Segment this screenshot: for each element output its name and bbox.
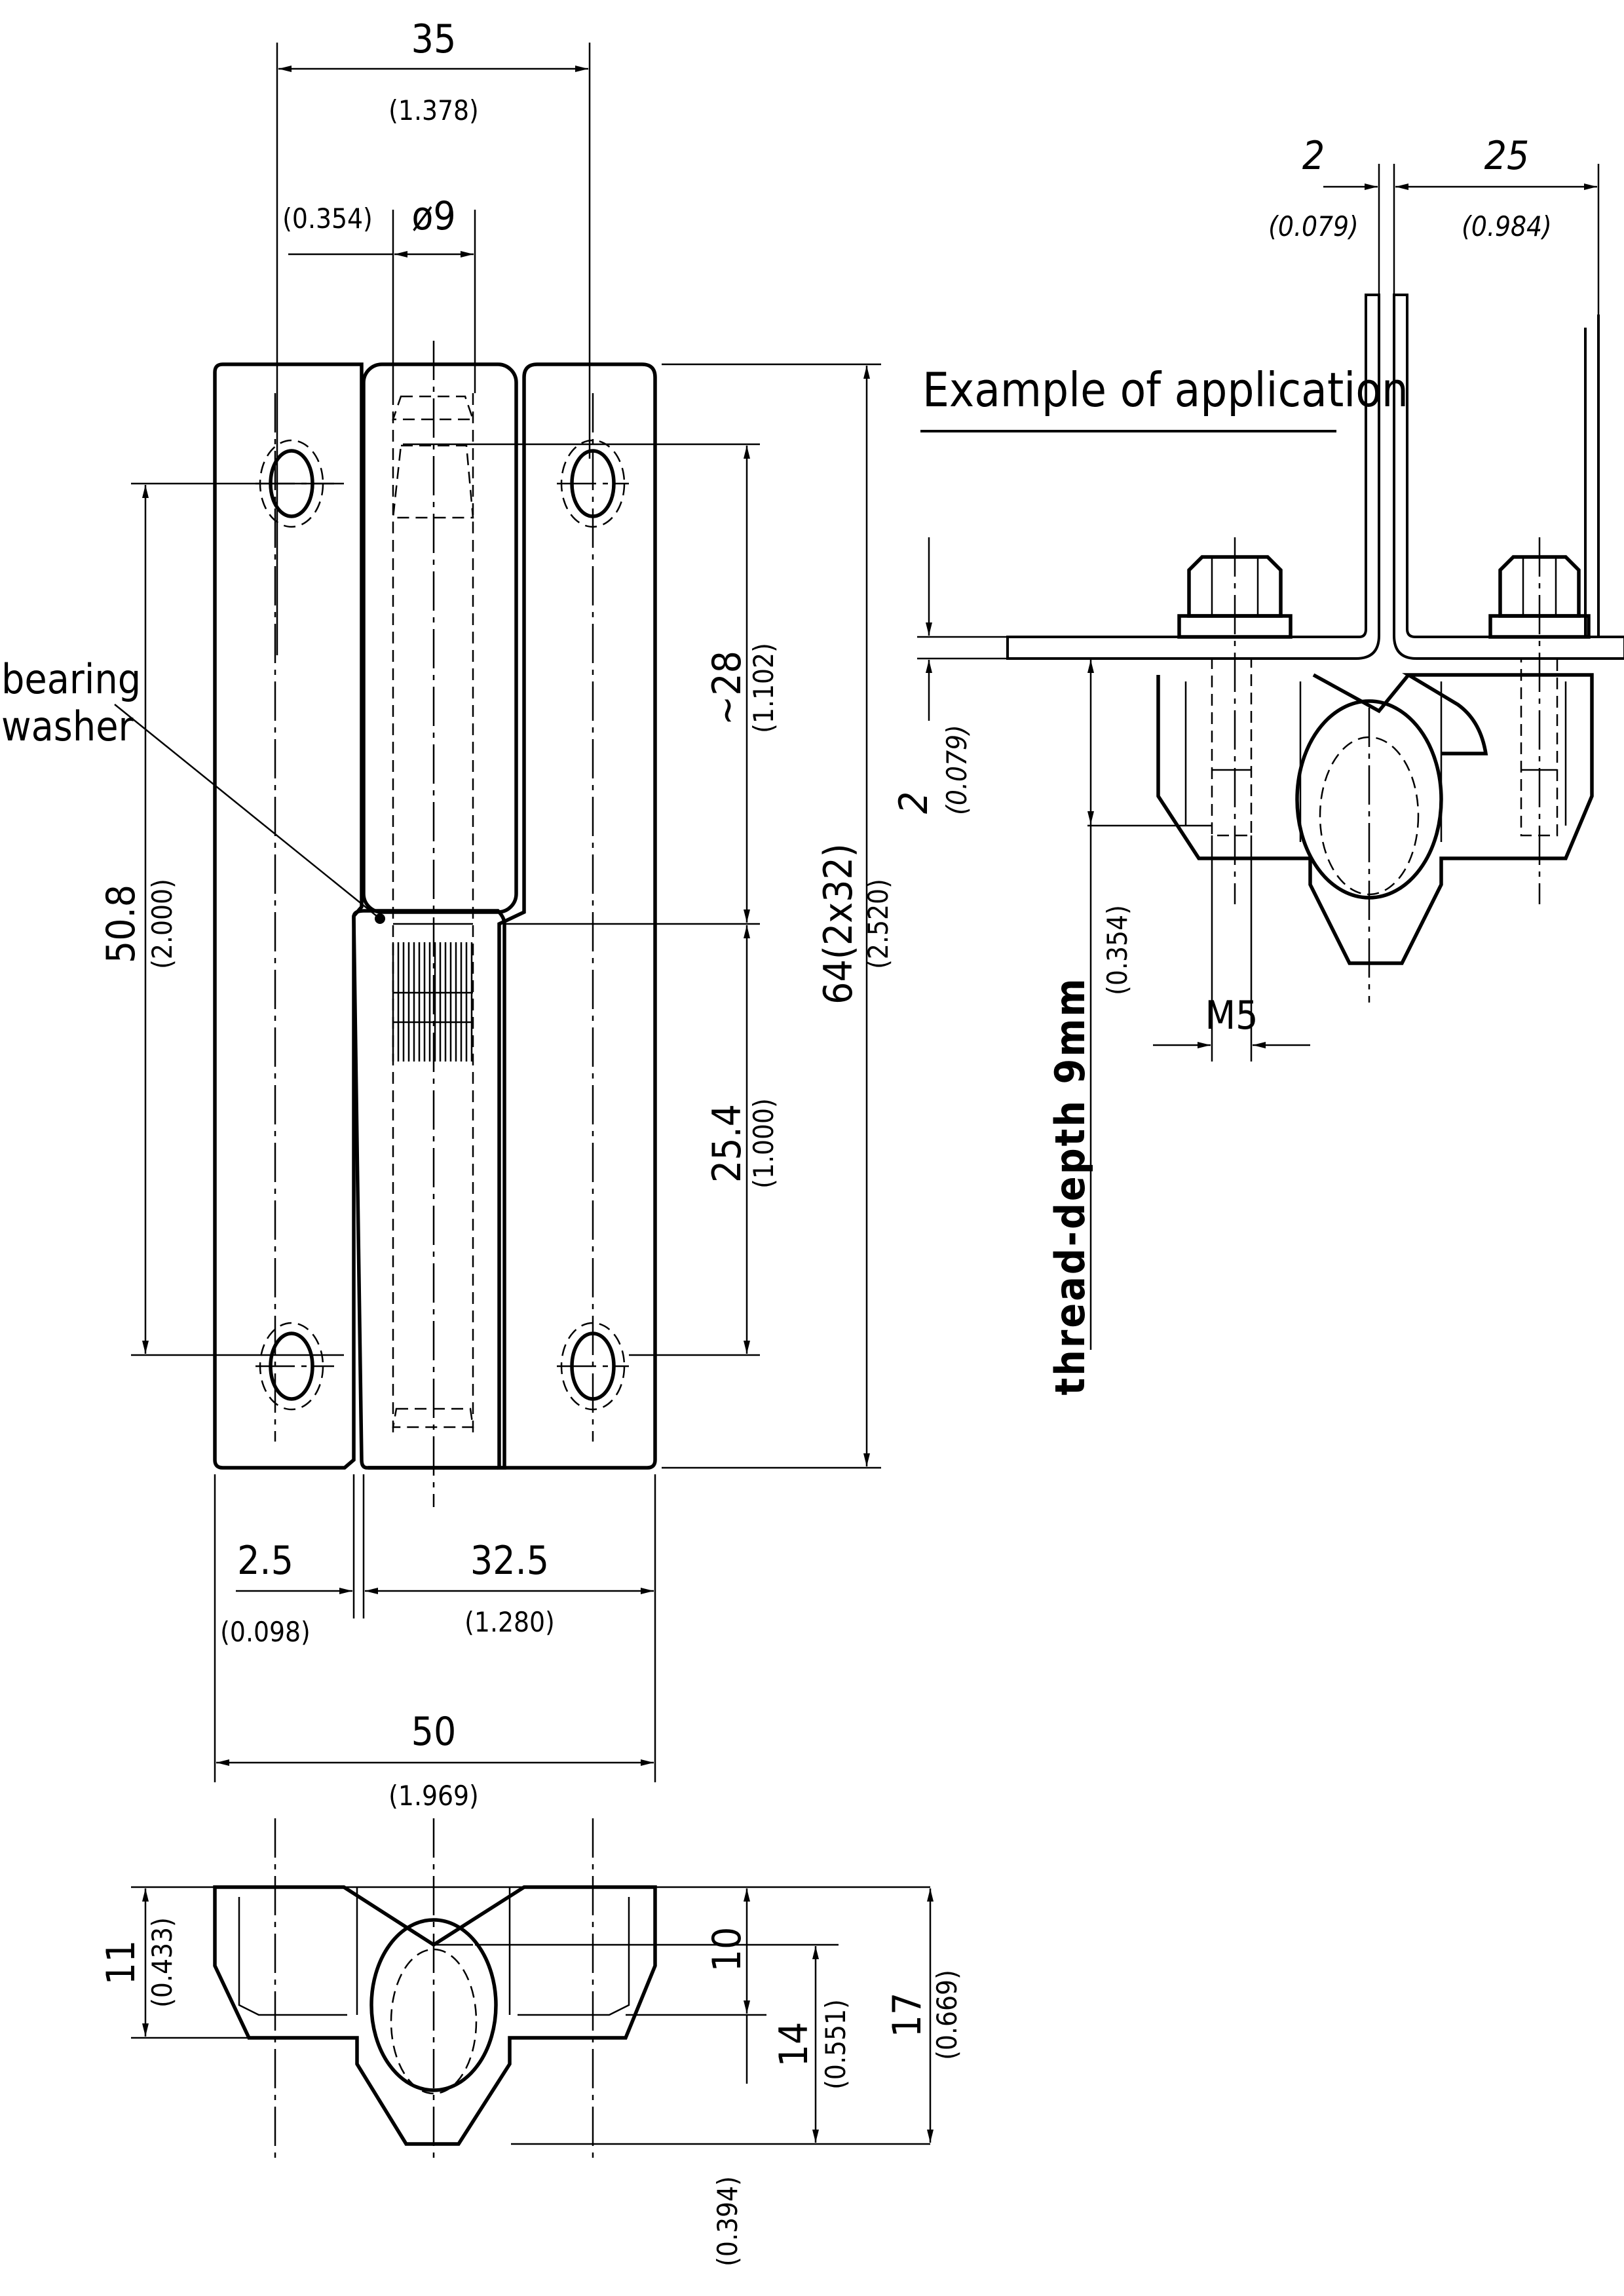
dim-50-inch: (1.969) xyxy=(388,1780,479,1812)
left-leaf-outline xyxy=(213,362,364,1470)
application-hinge-outline xyxy=(1156,673,1594,965)
dim-64: 64(2x32) xyxy=(816,843,861,1004)
dim-25-inch: (0.984) xyxy=(1462,210,1552,242)
dim-32-5-inch: (1.280) xyxy=(464,1606,555,1638)
dim-m5: M5 xyxy=(1205,993,1258,1039)
dim-diameter-9: ø9 xyxy=(411,193,455,239)
upper-knuckle xyxy=(362,362,518,914)
dim-2-vertical-inch: (0.079) xyxy=(941,725,973,815)
thread-depth-label: thread-depth 9mm xyxy=(1046,976,1094,1395)
washer-label: washer xyxy=(1,702,134,750)
dim-10: 10 xyxy=(704,1927,750,1972)
dim-50: 50 xyxy=(411,1709,457,1755)
dim-25: 25 xyxy=(1484,133,1530,179)
dim-25-4: 25.4 xyxy=(704,1104,750,1183)
mounting-holes xyxy=(259,439,626,1411)
right-panel xyxy=(1393,294,1624,660)
dim-11: 11 xyxy=(98,1940,144,1985)
dim-2-5-inch: (0.098) xyxy=(220,1616,311,1648)
dim-2-top-inch: (0.079) xyxy=(1268,210,1359,242)
dim-50-8: 50.8 xyxy=(98,885,144,963)
left-bolt xyxy=(1177,537,1293,904)
dim-28-inch: (1.102) xyxy=(747,643,780,733)
dim-2-top: 2 xyxy=(1302,133,1325,179)
thread-depth-inch: (0.354) xyxy=(1101,905,1133,995)
dim-2-vertical: 2 xyxy=(891,792,937,814)
dim-64-inch: (2.520) xyxy=(862,879,894,969)
left-panel xyxy=(1006,294,1380,660)
dim-10-inch: (0.394) xyxy=(711,2176,744,2267)
bottom-view-dimensions: 11 (0.433) 10 (0.394) 14 (0.551) 17 (0.6… xyxy=(98,1886,963,2267)
dim-28: ~28 xyxy=(704,651,750,725)
hinge-bottom-view xyxy=(213,1818,657,2162)
dim-2-5: 2.5 xyxy=(237,1538,293,1584)
dim-11-inch: (0.433) xyxy=(146,1917,178,2008)
application-dimensions: 2 (0.079) 25 (0.984) 2 (0.079) thread-de… xyxy=(891,133,1600,1396)
bottom-view-outline xyxy=(213,1885,657,2146)
knurl-texture xyxy=(392,942,473,1062)
right-leaf-outline xyxy=(497,362,657,1470)
dim-25-4-inch: (1.000) xyxy=(747,1098,780,1189)
bearing-label: bearing xyxy=(1,655,141,703)
application-example: Example of application xyxy=(920,294,1624,1003)
dim-50-8-inch: (2.000) xyxy=(146,879,178,969)
lower-knuckle-outline xyxy=(352,909,506,1470)
dim-17-inch: (0.669) xyxy=(931,1970,963,2060)
dim-14-inch: (0.551) xyxy=(820,1999,852,2090)
dim-35-inch: (1.378) xyxy=(388,94,479,126)
dim-17: 17 xyxy=(884,1993,930,2038)
dim-35: 35 xyxy=(411,16,457,62)
dim-9-inch: (0.354) xyxy=(282,202,373,235)
front-view-dimensions: 35 (1.378) ø9 (0.354) 50.8 (2.000) ~28 (… xyxy=(1,16,894,1812)
right-bolt xyxy=(1488,537,1591,904)
dim-14: 14 xyxy=(771,2022,817,2067)
hinge-front-view xyxy=(213,341,657,1507)
application-title: Example of application xyxy=(922,362,1408,417)
dim-32-5: 32.5 xyxy=(470,1538,549,1584)
